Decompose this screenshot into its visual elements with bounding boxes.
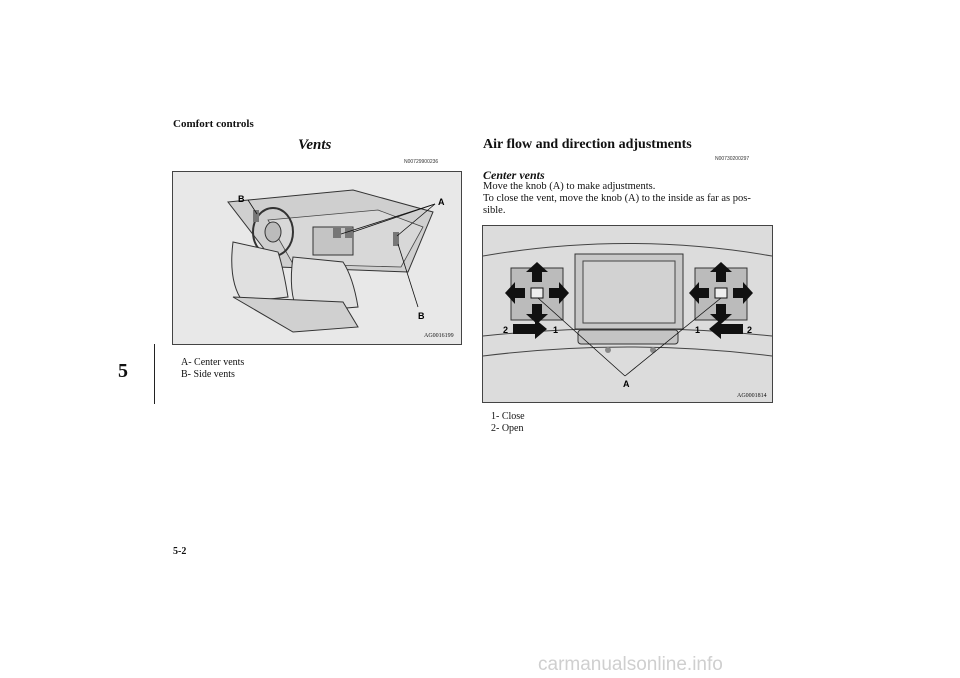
center-vents-illustration: A 2 1 1 2 bbox=[482, 225, 773, 403]
vents-figure-id: AG0016199 bbox=[424, 333, 454, 339]
vents-code: N00729900236 bbox=[404, 159, 439, 165]
vents-label-b-top: B bbox=[238, 194, 245, 204]
vents-legend-item: B- Side vents bbox=[181, 369, 235, 380]
chapter-rule bbox=[154, 344, 155, 404]
vents-illustration: A B B bbox=[172, 171, 462, 345]
vents-legend-item: A- Center vents bbox=[181, 357, 245, 368]
airflow-legend-item: 1- Close bbox=[491, 411, 525, 422]
vents-heading: Vents bbox=[298, 137, 332, 153]
vent-label-open-right: 2 bbox=[747, 325, 752, 335]
page-number: 5-2 bbox=[173, 546, 187, 557]
airflow-legend-item: 2- Open bbox=[491, 423, 524, 434]
section-header: Comfort controls bbox=[173, 118, 254, 130]
center-vents-subheading: Center vents bbox=[483, 168, 545, 182]
airflow-heading: Air flow and direction adjustments bbox=[483, 137, 692, 152]
instruction-line: sible. bbox=[483, 205, 506, 216]
center-vents-figure-id: AG0001814 bbox=[737, 393, 767, 399]
watermark: carmanualsonline.info bbox=[538, 654, 723, 675]
airflow-legend: 1- Close 2- Open bbox=[491, 411, 525, 435]
instruction-line: Move the knob (A) to make adjustments. bbox=[483, 181, 656, 192]
instruction-line: To close the vent, move the knob (A) to … bbox=[483, 193, 751, 204]
vent-label-close-right: 1 bbox=[695, 325, 700, 335]
vent-label-a: A bbox=[623, 379, 630, 389]
vents-label-b-bottom: B bbox=[418, 311, 425, 321]
vent-label-open-left: 2 bbox=[503, 325, 508, 335]
airflow-code: N00730200297 bbox=[715, 156, 750, 162]
vents-legend: A- Center vents B- Side vents bbox=[181, 357, 244, 381]
vents-label-a: A bbox=[438, 197, 445, 207]
airflow-instructions: Move the knob (A) to make adjustments. T… bbox=[483, 181, 773, 217]
chapter-number: 5 bbox=[118, 360, 128, 382]
vent-label-close-left: 1 bbox=[553, 325, 558, 335]
